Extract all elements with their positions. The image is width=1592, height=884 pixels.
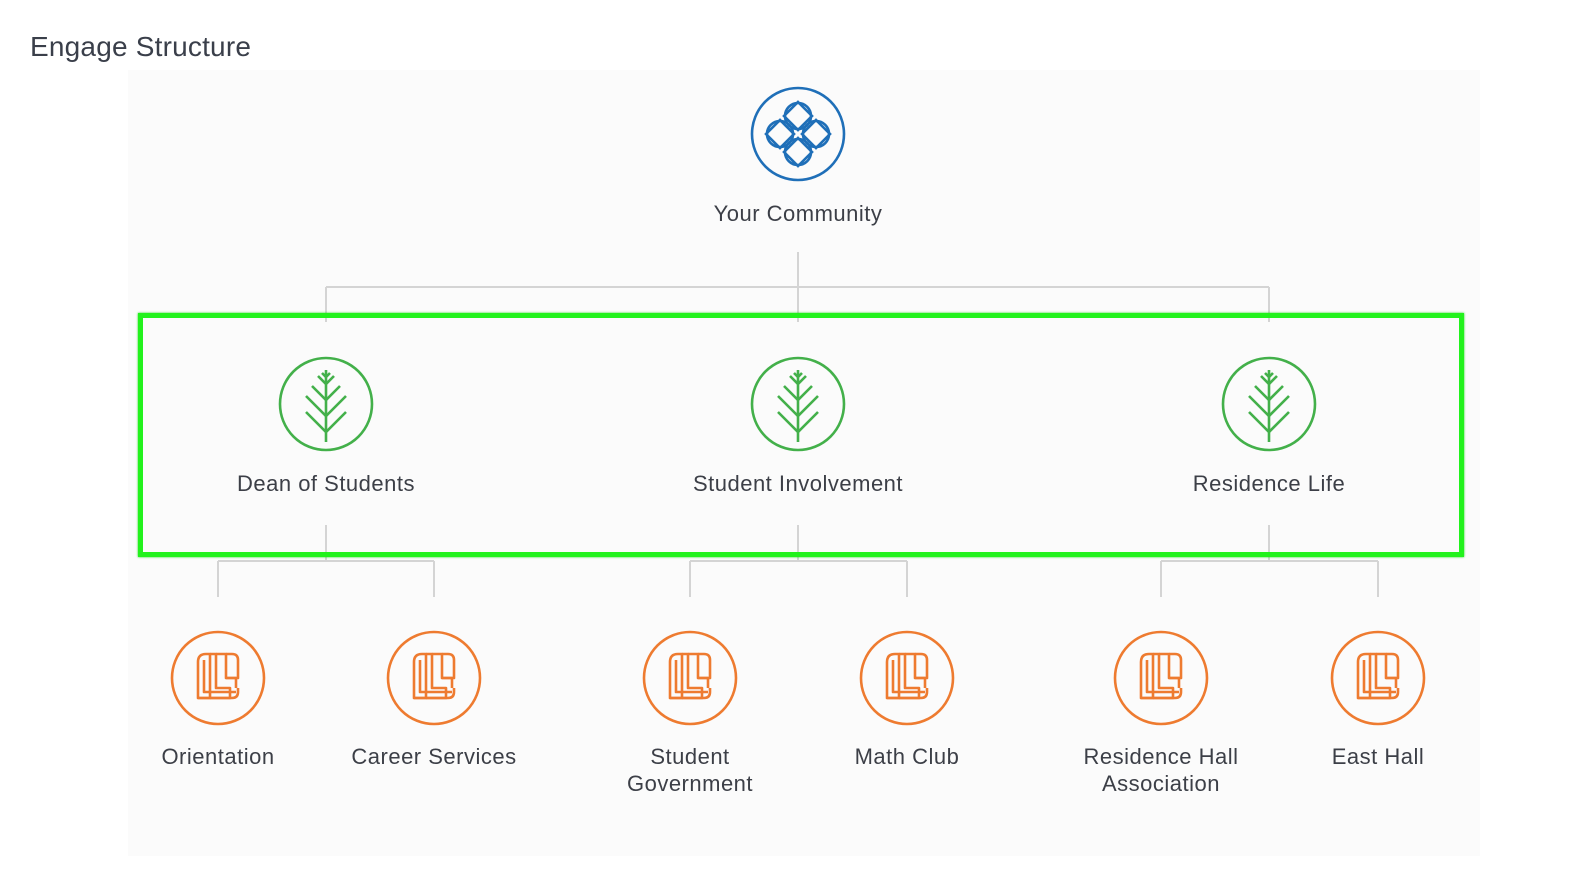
organization-stack-icon <box>1113 630 1209 726</box>
branch-label-dean-of-students: Dean of Students <box>236 471 415 496</box>
organization-stack-icon <box>386 630 482 726</box>
connector-involvement-children <box>689 525 908 597</box>
branch-label-student-involvement: Student Involvement <box>692 471 904 496</box>
branch-label-residence-life: Residence Life <box>1192 471 1346 496</box>
org-label-orientation: Orientation <box>161 744 275 769</box>
community-knot-icon <box>750 86 846 182</box>
org-label-math-club: Math Club <box>854 744 960 769</box>
branch-leaf-icon <box>1221 356 1317 452</box>
connector-dean-children <box>217 525 435 597</box>
organization-stack-icon <box>1330 630 1426 726</box>
org-chart-canvas <box>128 70 1480 856</box>
page-title: Engage Structure <box>30 31 252 62</box>
branch-leaf-icon <box>750 356 846 452</box>
organization-stack-icon <box>859 630 955 726</box>
org-label-residence-hall-association: Residence Hall Association <box>1083 744 1239 796</box>
organization-stack-icon <box>170 630 266 726</box>
org-label-student-government: Student Government <box>626 744 754 796</box>
root-label: Your Community <box>713 201 883 226</box>
org-label-career-services: Career Services <box>351 744 517 769</box>
org-label-east-hall: East Hall <box>1331 744 1425 769</box>
branch-leaf-icon <box>278 356 374 452</box>
organization-stack-icon <box>642 630 738 726</box>
connector-residence-children <box>1160 525 1379 597</box>
